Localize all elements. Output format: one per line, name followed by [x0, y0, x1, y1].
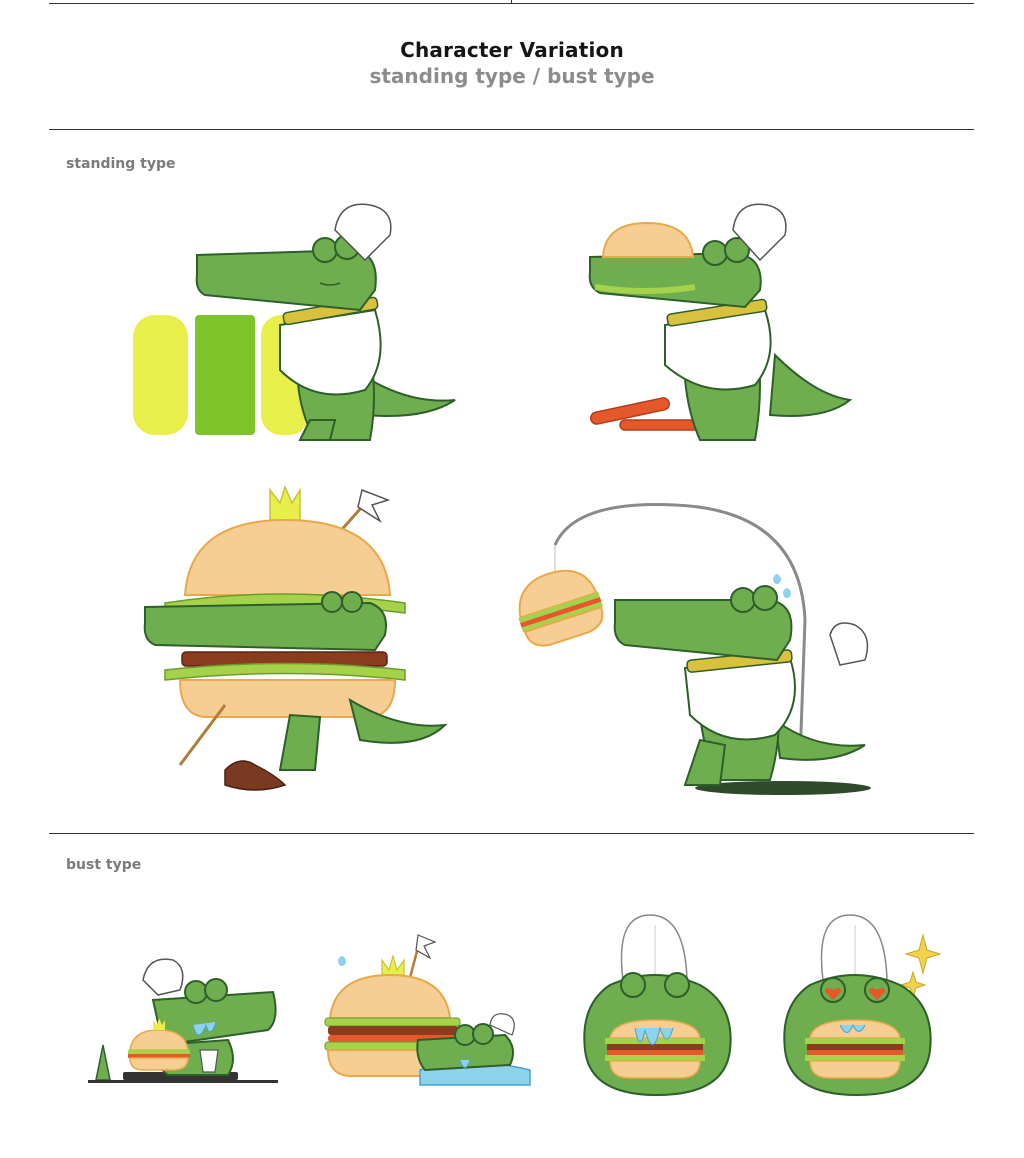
bust-croc-drooling	[88, 958, 278, 1083]
illustration-croc-bun-hat	[588, 203, 853, 441]
heart-eye-icon	[869, 987, 885, 1000]
divider-1	[49, 129, 974, 130]
section-label-bust: bust type	[66, 857, 142, 873]
illustration-croc-burger-costume	[143, 484, 448, 791]
sign-letters: BNB	[217, 415, 238, 426]
section-label-standing: standing type	[66, 156, 176, 172]
flag-icon	[357, 488, 391, 524]
bust-croc-burger-water	[324, 934, 531, 1086]
divider-2	[49, 833, 974, 834]
page-title: Character Variation	[400, 38, 624, 62]
sparkle-icon	[904, 933, 942, 975]
crown-icon	[269, 484, 301, 521]
top-tick	[511, 0, 512, 4]
illustration-croc-with-sign: BNB	[133, 203, 456, 441]
page-subtitle: standing type / bust type	[369, 64, 655, 88]
bust-croc-heart-eyes	[783, 914, 942, 1097]
illustration-croc-fishing-rod	[518, 503, 871, 795]
bust-croc-holding-burger	[583, 914, 732, 1097]
heart-eye-icon	[825, 987, 841, 1000]
